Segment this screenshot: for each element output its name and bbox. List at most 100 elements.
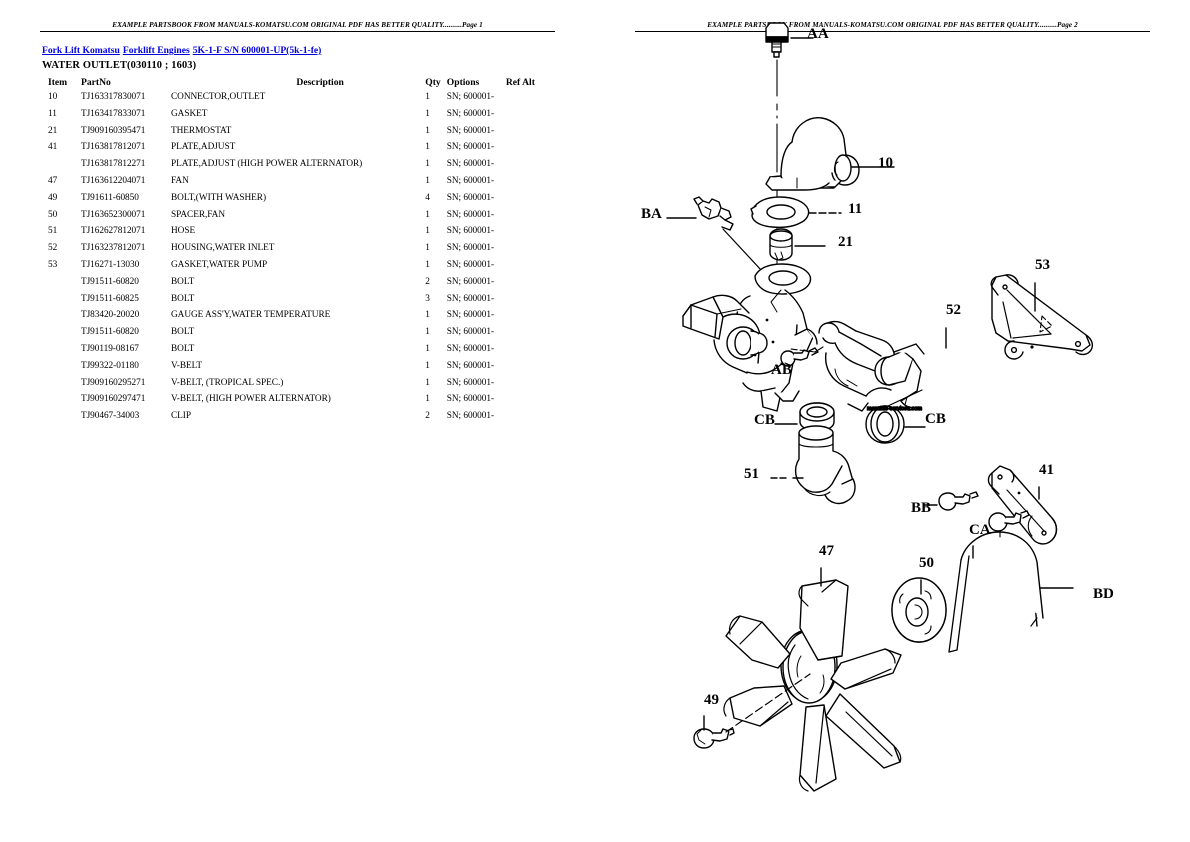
cell-options: SN; 600001-: [446, 243, 494, 254]
breadcrumb-link-fork-lift-komatsu[interactable]: Fork Lift Komatsu: [42, 45, 120, 56]
cell-partno: TJ163817812071: [80, 142, 146, 153]
cell-partno: TJ83420-20020: [80, 310, 140, 321]
cell-qty: 1: [425, 226, 430, 237]
cell-item: [42, 394, 81, 411]
cell-partno: TJ163817812271: [80, 159, 146, 170]
cell-options: SN; 600001-: [446, 92, 494, 102]
cell-options: SN; 600001-: [446, 259, 494, 270]
cell-description: BOLT: [171, 293, 195, 304]
cell-item: [42, 378, 81, 395]
cell-partno: TJ91511-60820: [80, 327, 139, 338]
leader-ab: [790, 348, 816, 353]
callout-label-49: 49: [704, 692, 719, 708]
callout-label-51: 51: [744, 466, 759, 482]
cell-partno: TJ91511-60820: [80, 276, 139, 287]
cell-ref-alt: [506, 394, 547, 411]
cell-description: BOLT,(WITH WASHER): [171, 192, 266, 203]
cell-item: 47: [48, 175, 58, 186]
cell-qty: 1: [425, 343, 430, 354]
callout-label-10: 10: [878, 155, 893, 171]
cell-ref-alt: [506, 260, 547, 277]
cell-ref-alt: [506, 109, 547, 126]
cell-partno: TJ162627812071: [80, 226, 146, 237]
cell-item: 50: [48, 209, 58, 220]
cell-item: 11: [48, 108, 57, 119]
cell-item: [42, 294, 81, 311]
cell-item: [42, 411, 81, 428]
callout-label-bb: BB: [911, 500, 931, 516]
callout-label-11: 11: [848, 201, 862, 217]
cell-options: SN; 600001-: [446, 310, 494, 321]
cell-ref-alt: [506, 210, 547, 227]
cell-ref-alt: [506, 378, 547, 395]
cell-partno: TJ909160297471: [80, 394, 146, 405]
cell-ref-alt: [506, 411, 547, 428]
cell-qty: 1: [425, 259, 430, 270]
part-water-pump-housing: [682, 289, 818, 412]
cell-partno: TJ91611-60850: [80, 192, 139, 203]
cell-partno: TJ91511-60825: [80, 293, 139, 304]
cell-options: SN; 600001-: [446, 125, 494, 136]
part-bd-bolt: [988, 510, 1030, 532]
column-header-partno: PartNo: [80, 77, 111, 88]
column-header-qty: Qty: [425, 77, 441, 88]
cell-description: GASKET,WATER PUMP: [171, 259, 268, 270]
breadcrumb-link-model[interactable]: 5K-1-F S/N 600001-UP(5k-1-fe): [192, 45, 322, 56]
cell-qty: 1: [425, 243, 430, 254]
cell-description: V-BELT, (HIGH POWER ALTERNATOR): [171, 394, 331, 405]
part-49-bolt-with-washer: [693, 728, 735, 749]
column-header-ref-alt: Ref Alt: [505, 77, 535, 88]
cell-item: 41: [48, 142, 58, 153]
cell-item: [42, 310, 81, 327]
document-header-right: EXAMPLE PARTSBOOK FROM MANUALS-KOMATSU.C…: [635, 20, 1150, 36]
cell-item: [42, 277, 81, 294]
cell-description: HOUSING,WATER INLET: [171, 243, 275, 254]
callout-label-cb: CB: [925, 411, 946, 427]
cell-description: BOLT: [171, 276, 195, 287]
cell-ref-alt: [506, 142, 547, 159]
cell-options: SN; 600001-: [446, 108, 494, 119]
cell-qty: 1: [425, 159, 430, 170]
cell-ref-alt: [506, 277, 547, 294]
cell-partno: TJ163417833071: [80, 108, 146, 119]
cell-options: SN; 600001-: [446, 175, 494, 186]
callout-label-41: 41: [1039, 462, 1054, 478]
cell-qty: 1: [425, 377, 430, 388]
cell-ref-alt: [506, 226, 547, 243]
cell-item: 52: [48, 243, 58, 254]
part-52-housing-water-inlet: [818, 320, 925, 412]
cell-qty: 1: [425, 209, 430, 220]
breadcrumb-link-forklift-engines[interactable]: Forklift Engines: [122, 45, 190, 56]
cell-partno: TJ99322-01180: [80, 360, 139, 371]
cell-partno: TJ163237812071: [80, 243, 146, 254]
page-right: EXAMPLE PARTSBOOK FROM MANUALS-KOMATSU.C…: [595, 0, 1190, 842]
callout-label-ca: CA: [969, 522, 991, 538]
cell-partno: TJ909160295271: [80, 377, 146, 388]
cell-options: SN; 600001-: [446, 377, 494, 388]
part-cb-collar-left: [799, 402, 835, 432]
cell-ref-alt: [506, 126, 547, 143]
cell-partno: TJ909160395471: [80, 125, 146, 136]
header-text: EXAMPLE PARTSBOOK FROM MANUALS-KOMATSU.C…: [707, 21, 1078, 29]
callout-label-ba: BA: [641, 206, 662, 222]
cell-description: HOSE: [171, 226, 196, 237]
callout-label-aa: AA: [807, 26, 829, 42]
callout-label-50: 50: [919, 555, 934, 571]
cell-ref-alt: [506, 310, 547, 327]
table-header-row: Item PartNo Description Qty Options Ref …: [42, 77, 547, 92]
watermark-text: manuals-serviceu.com: [867, 406, 922, 412]
page-left: EXAMPLE PARTSBOOK FROM MANUALS-KOMATSU.C…: [40, 21, 555, 428]
cell-options: SN; 600001-: [446, 159, 494, 170]
cell-description: PLATE,ADJUST: [171, 142, 236, 153]
part-aa-gauge-sender: [765, 22, 789, 58]
